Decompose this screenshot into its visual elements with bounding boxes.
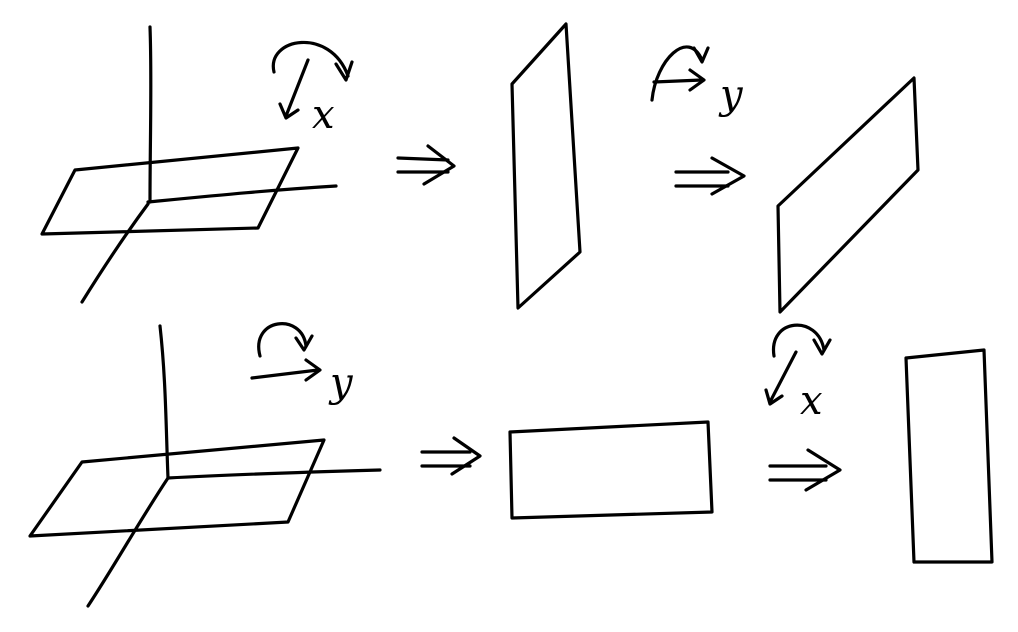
row1-initial-frame <box>40 25 338 304</box>
row2-rotation1-indicator: y <box>250 322 354 406</box>
row2-initial-frame <box>28 324 382 608</box>
row1-initial-plane <box>40 146 300 236</box>
row2-final-plane <box>904 348 994 564</box>
curved-rotation-arrow-icon <box>257 322 308 358</box>
row1-rotation2-axis-label: y <box>718 72 744 118</box>
row1-rotation1-axis-label: x <box>312 92 335 138</box>
row1-y-axis <box>146 184 338 204</box>
curved-rotation-arrow-icon <box>271 40 350 78</box>
arrowhead-icon <box>294 334 314 352</box>
row2-implies-arrow-2 <box>768 448 842 492</box>
row2-z-axis <box>158 324 170 480</box>
arrowhead-icon <box>812 338 832 356</box>
row1-rotation2-indicator: y <box>650 45 744 118</box>
row1-plane-after-x-rotation <box>510 22 582 310</box>
row2-y-axis <box>166 468 382 480</box>
row1-final-plane <box>776 76 920 314</box>
y-axis-arrow-icon <box>652 78 704 84</box>
arrowhead-icon <box>278 102 300 120</box>
x-axis-arrow-icon <box>284 58 310 118</box>
row2-initial-plane <box>28 438 326 538</box>
row1-implies-arrow-1 <box>396 144 456 186</box>
arrowhead-icon <box>688 68 706 92</box>
row2-rotation2-indicator: x <box>764 323 832 424</box>
arrowhead-icon <box>692 46 710 64</box>
row2-x-axis <box>86 476 170 608</box>
row2-rotation2-axis-label: x <box>800 378 823 424</box>
row1-z-axis <box>148 25 153 204</box>
row2-plane-after-y-rotation <box>508 420 714 520</box>
curved-rotation-arrow-icon <box>772 323 826 358</box>
row1-x-axis <box>80 202 150 304</box>
arrowhead-icon <box>304 358 322 382</box>
row1-implies-arrow-2 <box>674 156 746 196</box>
x-axis-arrow-icon <box>768 350 798 404</box>
row2-implies-arrow-1 <box>420 436 482 476</box>
row1-rotation1-indicator: x <box>271 40 354 138</box>
arrowhead-icon <box>764 388 784 406</box>
row2-rotation1-axis-label: y <box>328 360 354 406</box>
arrowhead-icon <box>334 60 354 82</box>
y-axis-arrow-icon <box>250 368 320 380</box>
